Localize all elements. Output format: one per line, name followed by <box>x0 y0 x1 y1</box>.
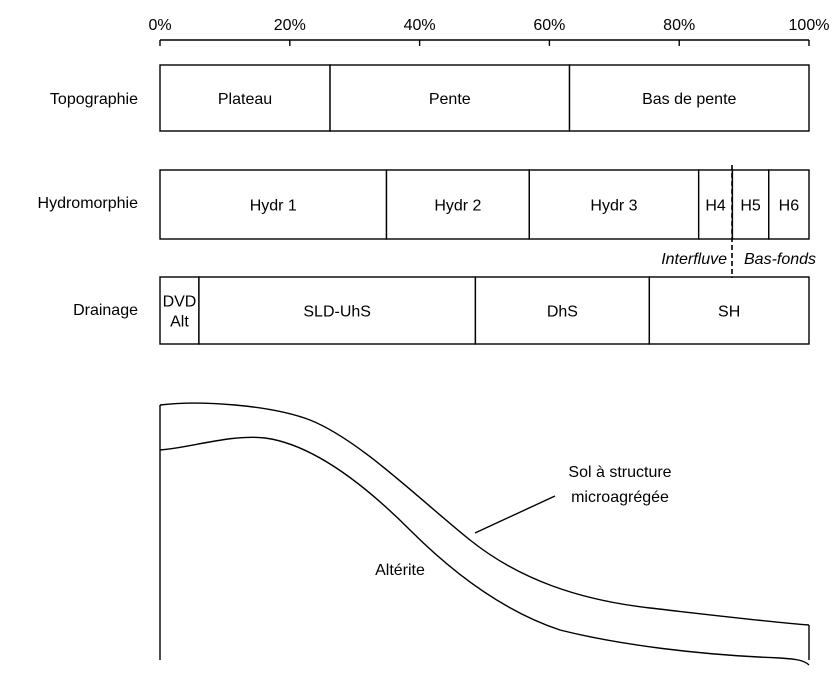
drainage-bar: DVD Alt SLD-UhS DhS SH <box>159 276 810 345</box>
soil-surface-line <box>159 402 810 626</box>
hydromorphie-segment <box>159 169 388 240</box>
topographie-segment-label: Bas de pente <box>642 91 736 108</box>
soil-profile: Sol à structure microagrégée Altérite <box>159 402 810 666</box>
topographie-segment-label: Pente <box>429 91 471 108</box>
row-label-topographie: Topographie <box>50 91 138 108</box>
sol-label-leader <box>474 495 556 534</box>
hydromorphie-segment-label: Hydr 3 <box>590 198 637 215</box>
interfluve-label: Interfluve <box>661 251 727 268</box>
row-label-drainage: Drainage <box>73 302 138 319</box>
topographie-segment-label: Plateau <box>218 91 272 108</box>
topographie-bar: Plateau Pente Bas de pente <box>159 64 810 132</box>
axis-tick-label: 100% <box>789 17 830 34</box>
axis-tick-label: 20% <box>274 17 306 34</box>
hydromorphie-segment-label: H5 <box>740 198 761 215</box>
axis-tick-label: 0% <box>148 17 171 34</box>
drainage-segment-label: DhS <box>547 304 578 321</box>
drainage-segment-label: SH <box>718 304 740 321</box>
hydromorphie-segment-label: H6 <box>779 198 800 215</box>
bas-fonds-label: Bas-fonds <box>744 251 816 268</box>
hydromorphie-segment <box>385 169 530 240</box>
drainage-segment-label-line2: Alt <box>170 314 189 331</box>
axis-tick-label: 40% <box>404 17 436 34</box>
row-label-hydromorphie: Hydromorphie <box>38 195 139 212</box>
sol-label-line1: Sol à structure <box>568 464 671 481</box>
drainage-segment <box>159 276 200 345</box>
topographie-segment <box>329 64 571 132</box>
drainage-segment <box>474 276 651 345</box>
hydromorphie-segment-label: Hydr 2 <box>434 198 481 215</box>
hydromorphie-segment-label: H4 <box>705 198 726 215</box>
hydromorphie-segment <box>768 169 810 240</box>
topographie-segment <box>159 64 331 132</box>
topographie-segment <box>568 64 810 132</box>
hydromorphie-segment <box>528 169 700 240</box>
percent-axis: 0% 20% 40% 60% 80% 100% <box>148 17 829 46</box>
hydromorphie-segment-label: Hydr 1 <box>250 198 297 215</box>
axis-tick-label: 60% <box>533 17 565 34</box>
drainage-segment <box>648 276 810 345</box>
alterite-boundary-line <box>159 436 810 666</box>
drainage-segment-label: DVD <box>163 294 197 311</box>
drainage-segment-label: SLD-UhS <box>303 304 371 321</box>
alterite-label: Altérite <box>375 562 425 579</box>
axis-tick-label: 80% <box>663 17 695 34</box>
hydromorphie-bar: Hydr 1 Hydr 2 Hydr 3 H4 H5 H6 <box>159 169 810 240</box>
sol-label-line2: microagrégée <box>571 489 669 506</box>
